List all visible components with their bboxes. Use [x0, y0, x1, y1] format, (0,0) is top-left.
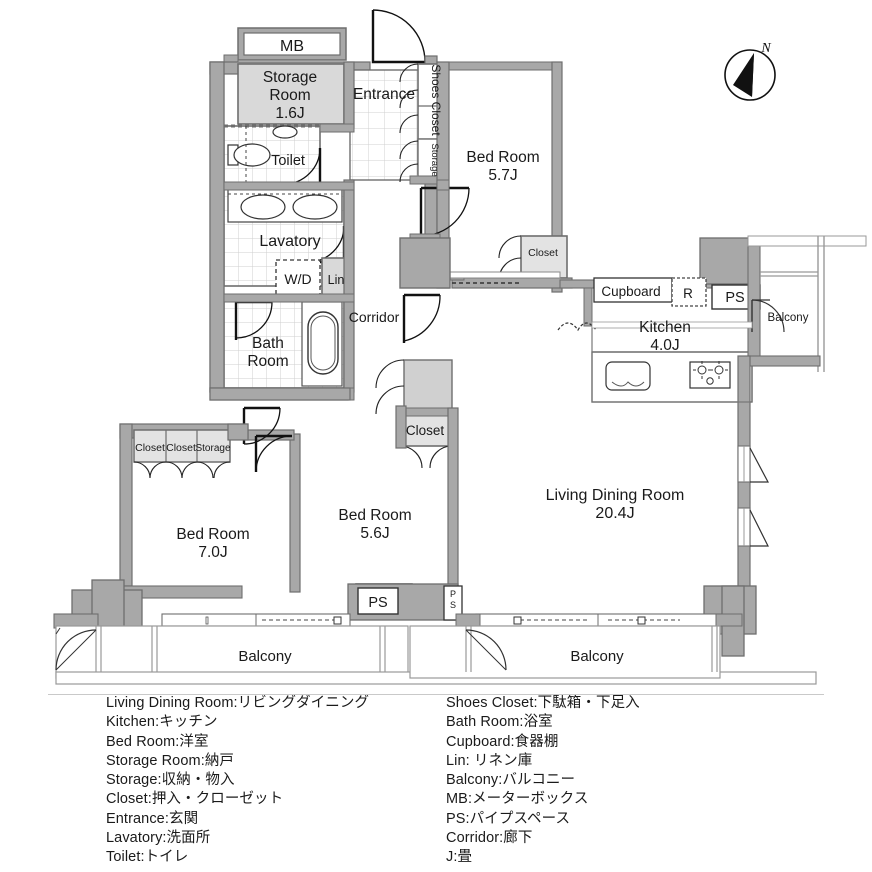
legend-item: Storage Room:納戸	[106, 752, 235, 769]
label-bath: Bath	[252, 335, 284, 352]
label-ps-mid-s: S	[450, 600, 456, 610]
label-storage-room: Storage	[263, 69, 317, 86]
label-mb: MB	[280, 38, 304, 55]
label-closet-bed57: Closet	[528, 247, 558, 259]
label-ps-kitchen: PS	[725, 290, 744, 306]
compass-rose: N	[724, 41, 776, 101]
label-ps-mid-p: P	[450, 589, 456, 599]
label-living: Living Dining Room	[546, 487, 685, 504]
legend-item: Closet:押入・クローゼット	[106, 791, 284, 808]
label-lin: Lin	[328, 273, 345, 287]
label-storage-entrance: Storage	[429, 143, 440, 176]
legend-item: Kitchen:キッチン	[106, 714, 218, 731]
legend-item: J:畳	[446, 849, 473, 866]
label-closet-b: Closet	[166, 442, 196, 454]
label-bedroom-56: Bed Room	[338, 507, 411, 524]
label-entrance: Entrance	[353, 86, 415, 103]
legend-item: Toilet:トイレ	[106, 849, 189, 866]
label-refrigerator: R	[683, 286, 693, 301]
label-storage-bed: Storage	[195, 443, 230, 454]
legend-item: Cupboard:食器棚	[446, 733, 559, 750]
label-balcony-southwest: Balcony	[238, 648, 292, 665]
label-toilet: Toilet	[271, 153, 305, 169]
compass-north-label: N	[760, 41, 771, 56]
label-storage-room-area: 1.6J	[275, 105, 304, 122]
label-corridor: Corridor	[349, 309, 400, 325]
legend-item: Entrance:玄関	[106, 810, 199, 827]
legend-column-left: Living Dining Room:リビングダイニング Kitchen:キッチ…	[106, 694, 446, 872]
label-kitchen: Kitchen	[639, 319, 691, 336]
legend-item: Shoes Closet:下駄箱・下足入	[446, 695, 640, 711]
label-lavatory: Lavatory	[259, 233, 320, 250]
legend-column-right: Shoes Closet:下駄箱・下足入 Bath Room:浴室 Cupboa…	[446, 694, 806, 872]
legend-item: Lavatory:洗面所	[106, 830, 211, 847]
legend: Living Dining Room:リビングダイニング Kitchen:キッチ…	[0, 694, 872, 872]
legend-item: Storage:収納・物入	[106, 772, 235, 789]
label-bedroom-56-area: 5.6J	[360, 525, 389, 542]
wall-structure	[53, 9, 867, 685]
legend-item: Balcony:バルコニー	[446, 772, 576, 789]
legend-item: MB:メーターボックス	[446, 791, 589, 808]
label-closet-mid: Closet	[406, 423, 445, 438]
label-cupboard: Cupboard	[601, 284, 660, 299]
label-kitchen-area: 4.0J	[650, 337, 679, 354]
label-bedroom-70: Bed Room	[176, 526, 249, 543]
label-wd: W/D	[284, 271, 311, 287]
legend-item: Corridor:廊下	[446, 830, 533, 847]
label-bath-room: Room	[247, 353, 288, 370]
legend-item: Lin: リネン庫	[446, 752, 533, 769]
legend-item: Bed Room:洋室	[106, 733, 209, 750]
label-living-area: 20.4J	[595, 505, 634, 522]
label-storage-room-2: Room	[269, 87, 310, 104]
label-bedroom-70-area: 7.0J	[198, 544, 227, 561]
label-balcony-southeast: Balcony	[570, 648, 624, 665]
legend-item: Bath Room:浴室	[446, 714, 553, 731]
label-balcony-east: Balcony	[768, 312, 809, 324]
label-shoes-closet: Shoes Closet	[429, 64, 443, 136]
legend-item: PS:パイプスペース	[446, 810, 571, 827]
label-bedroom-57-area: 5.7J	[488, 167, 517, 184]
label-ps-left: PS	[368, 595, 387, 611]
label-bedroom-57: Bed Room	[466, 149, 539, 166]
legend-item: Living Dining Room:リビングダイニング	[106, 695, 370, 711]
legend-separator	[48, 694, 824, 695]
label-closet-a: Closet	[135, 442, 165, 454]
